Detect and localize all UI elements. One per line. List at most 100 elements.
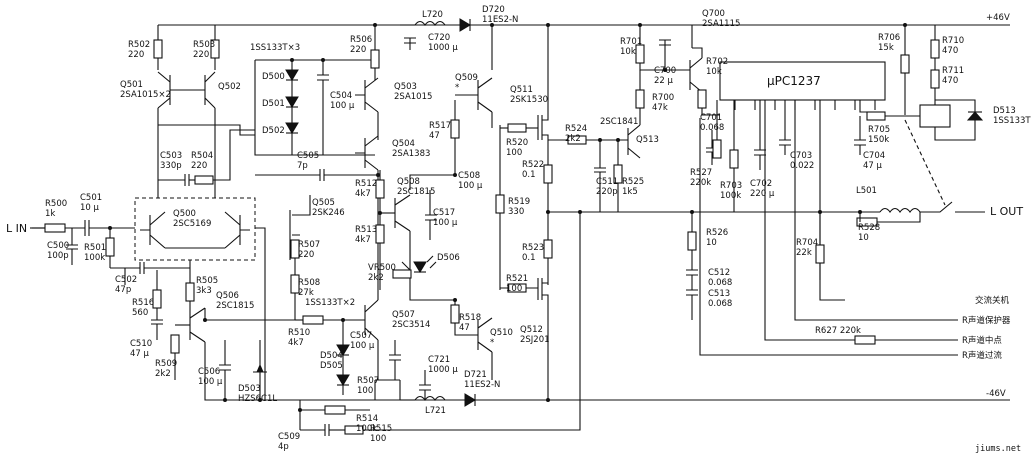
neg-rail-label: -46V bbox=[986, 389, 1006, 399]
r501-body bbox=[105, 237, 115, 257]
r522-body bbox=[543, 164, 553, 184]
q500-dual-transistor bbox=[140, 211, 250, 249]
r500-body bbox=[44, 223, 66, 233]
vr500-body bbox=[392, 269, 412, 279]
r520-body bbox=[507, 123, 527, 133]
r703-body bbox=[729, 149, 739, 169]
label-r627: R627 220k bbox=[815, 326, 861, 336]
diode-string bbox=[254, 59, 375, 156]
r502-body bbox=[153, 39, 163, 59]
r526-body bbox=[687, 231, 697, 251]
label-q513: Q513 bbox=[636, 135, 659, 145]
r700-body bbox=[635, 89, 645, 109]
current-source bbox=[289, 195, 401, 395]
q500-dual-box bbox=[134, 197, 256, 261]
label-l720: L720 bbox=[422, 10, 443, 20]
lower-output bbox=[400, 278, 549, 407]
signal-r-mid: R声道中点 bbox=[962, 335, 1002, 346]
input-mirror bbox=[153, 39, 255, 198]
r527-body bbox=[712, 139, 722, 159]
r505-body bbox=[185, 282, 195, 302]
r519-body bbox=[495, 194, 505, 214]
output-label: L OUT bbox=[990, 205, 1023, 218]
label-diode3: 1SS133T×3 bbox=[250, 43, 300, 53]
signal-r-protect: R声道保护器 bbox=[962, 315, 1011, 326]
r705-body bbox=[866, 111, 886, 121]
r514-body bbox=[324, 405, 346, 415]
label-q513n: 2SC1841 bbox=[600, 117, 638, 127]
label-diode2: 1SS133T×2 bbox=[305, 298, 355, 308]
r510-body bbox=[302, 315, 324, 325]
r706-body bbox=[900, 54, 910, 74]
r701-body bbox=[635, 44, 645, 64]
protection-section bbox=[635, 39, 958, 356]
signal-ac-off: 交流关机 bbox=[975, 295, 1010, 306]
pos-rail-label: +46V bbox=[986, 13, 1010, 23]
signal-r-over: R声道过流 bbox=[962, 350, 1002, 361]
label-d506: D506 bbox=[437, 253, 460, 263]
label-q510: Q510* bbox=[490, 328, 513, 348]
label-l721: L721 bbox=[425, 406, 446, 416]
r518-body bbox=[450, 304, 460, 324]
r517-body bbox=[450, 119, 460, 139]
upper-output bbox=[400, 18, 549, 290]
r504-body bbox=[194, 175, 214, 185]
label-q502: Q502 bbox=[218, 82, 241, 92]
